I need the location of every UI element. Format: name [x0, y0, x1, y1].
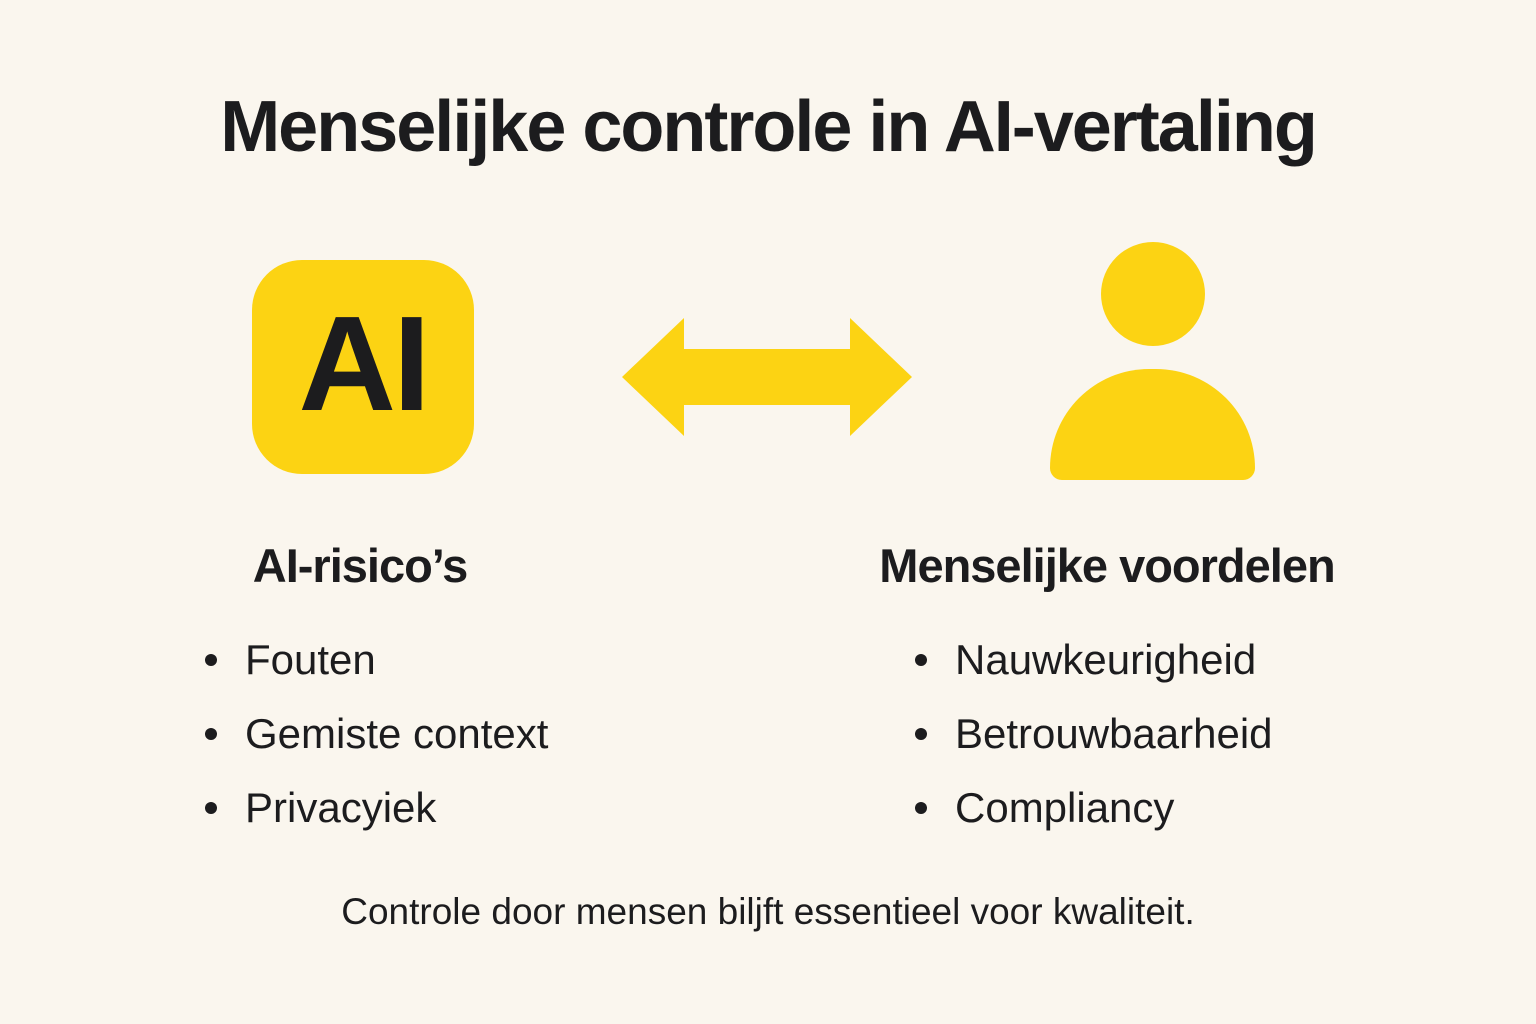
ai-badge-icon: AI — [252, 260, 474, 474]
bullet-dot — [915, 728, 927, 740]
page-title: Menselijke controle in AI-vertaling — [220, 87, 1318, 167]
list-item: Nauwkeurigheid — [915, 636, 1273, 684]
list-item: Privacyiek — [205, 784, 548, 832]
list-item-label: Fouten — [245, 636, 376, 683]
list-item-label: Betrouwbaarheid — [955, 710, 1273, 757]
list-item-label: Nauwkeurigheid — [955, 636, 1257, 683]
list-item: Fouten — [205, 636, 548, 684]
list-item: Compliancy — [915, 784, 1273, 832]
bullet-dot — [205, 654, 217, 666]
human-benefits-list: Nauwkeurigheid Betrouwbaarheid Complianc… — [915, 636, 1273, 858]
list-item-label: Compliancy — [955, 784, 1175, 831]
person-icon — [1050, 242, 1255, 480]
ai-risks-list: Fouten Gemiste context Privacyiek — [205, 636, 548, 858]
double-arrow-icon — [622, 318, 912, 436]
bullet-dot — [205, 728, 217, 740]
bullet-dot — [915, 654, 927, 666]
list-item-label: Privacyiek — [245, 784, 437, 831]
bullet-dot — [205, 802, 217, 814]
list-item-label: Gemiste context — [245, 710, 549, 757]
bullet-dot — [915, 802, 927, 814]
list-item: Betrouwbaarheid — [915, 710, 1273, 758]
person-body — [1050, 369, 1255, 480]
person-head — [1100, 242, 1205, 346]
right-column-heading: Menselijke voordelen — [879, 539, 1335, 592]
left-column-heading: AI-risico’s — [252, 539, 469, 592]
ai-badge-label: AI — [298, 287, 431, 439]
footer-note: Controle door mensen biljft essentieel v… — [341, 891, 1195, 932]
list-item: Gemiste context — [205, 710, 548, 758]
